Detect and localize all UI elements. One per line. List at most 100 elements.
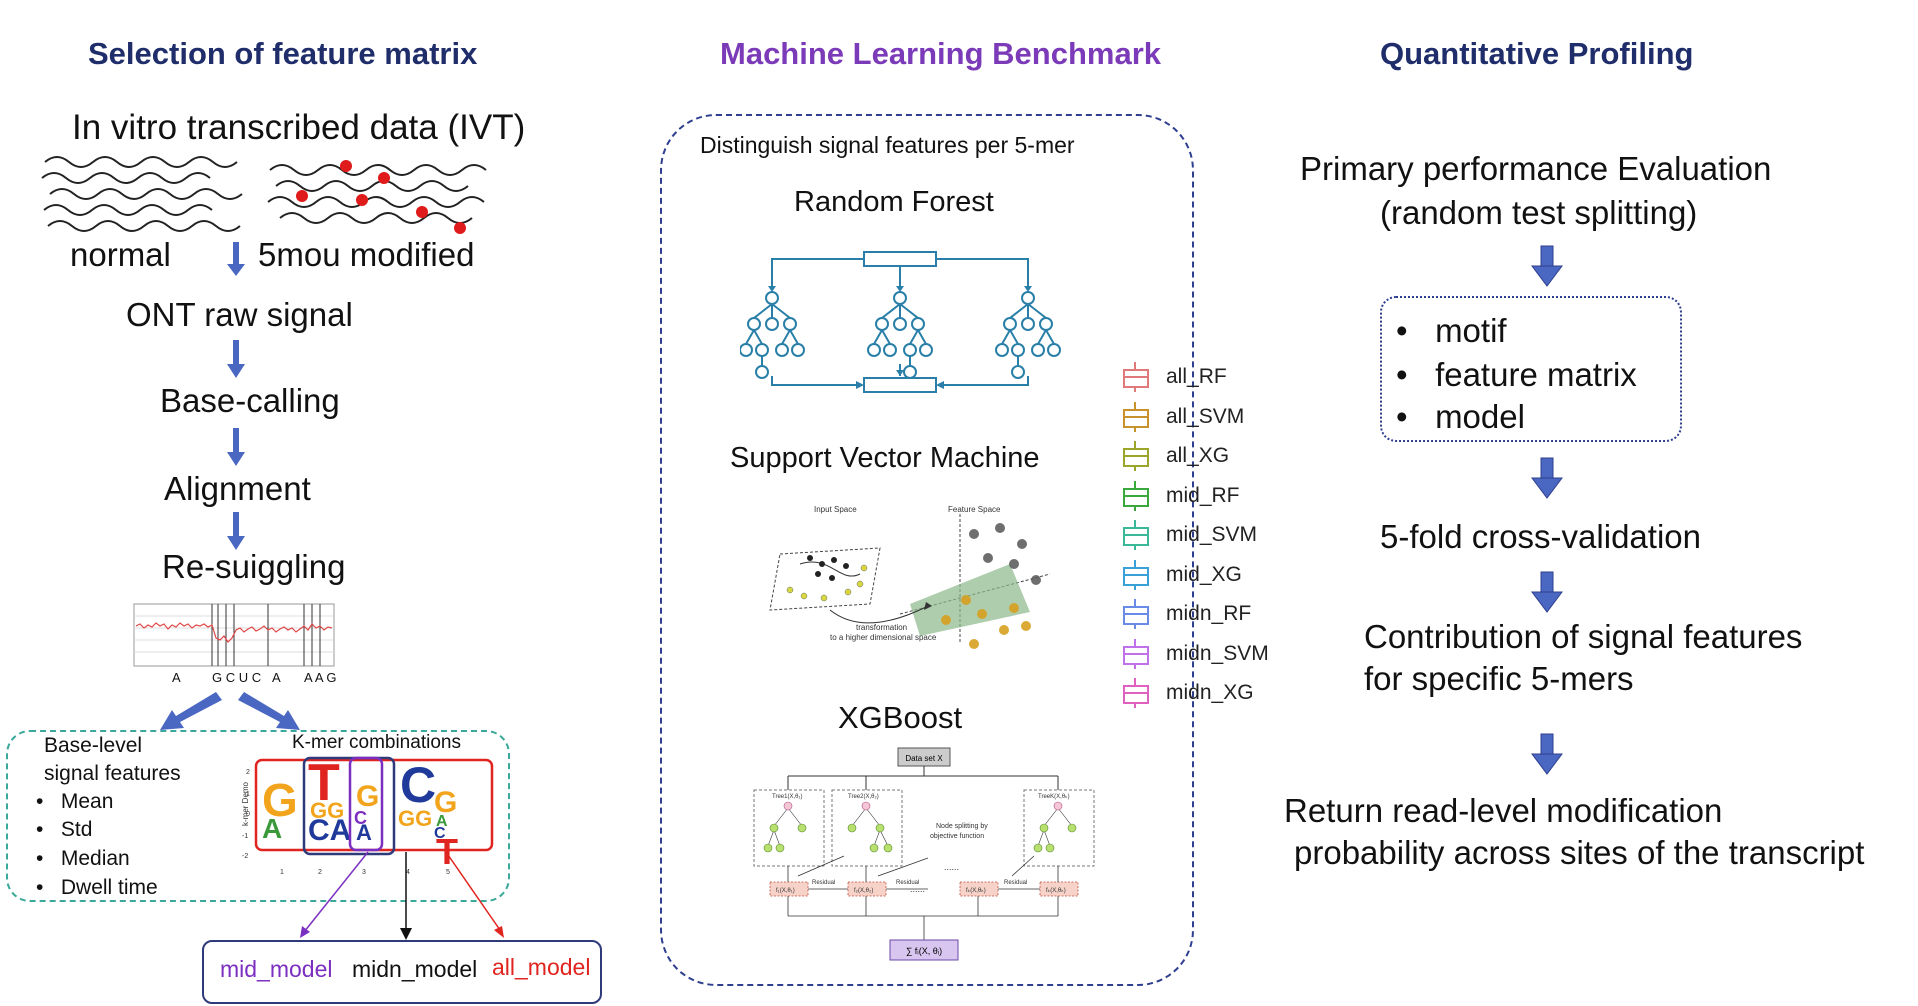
svg-text:C: C bbox=[354, 808, 367, 828]
svg-text:GG: GG bbox=[398, 806, 432, 831]
header-quantitative-profiling: Quantitative Profiling bbox=[1380, 36, 1694, 71]
svg-text:f₂(X,θ₂): f₂(X,θ₂) bbox=[854, 888, 873, 894]
contribution-line1: Contribution of signal features bbox=[1364, 618, 1803, 655]
legend-label: midn_RF bbox=[1166, 602, 1252, 625]
feature-dwell-label: Dwell time bbox=[60, 876, 158, 899]
xgboost-title: XGBoost bbox=[838, 700, 963, 735]
xgb-node-split-2: objective function bbox=[930, 833, 984, 840]
svm-title: Support Vector Machine bbox=[730, 442, 1040, 474]
feature-dwell-time: • Dwell time bbox=[36, 876, 158, 899]
base-level-title-1: Base-level bbox=[44, 734, 143, 757]
feature-std-label: Std bbox=[60, 818, 93, 841]
kmer-tick-5: 5 bbox=[446, 869, 450, 876]
step-base-calling: Base-calling bbox=[160, 382, 340, 419]
contribution-line2: for specific 5-mers bbox=[1364, 660, 1634, 697]
legend-swatch-icon bbox=[1120, 480, 1150, 511]
svg-text:0: 0 bbox=[246, 811, 250, 818]
left-flow-arrows bbox=[227, 242, 245, 550]
legend-swatch-icon bbox=[1120, 599, 1150, 629]
legend-swatch-icon bbox=[1120, 638, 1150, 669]
svg-text:Tree2(X,θ₂): Tree2(X,θ₂) bbox=[848, 794, 879, 800]
random-forest-title: Random Forest bbox=[794, 186, 994, 218]
header-selection-feature-matrix: Selection of feature matrix bbox=[88, 36, 478, 71]
feature-mean: • Mean bbox=[36, 790, 114, 813]
svg-text:A: A bbox=[356, 820, 372, 845]
criteria-model: • model bbox=[1396, 398, 1525, 435]
svg-text:CA: CA bbox=[308, 814, 351, 847]
signal-base-a1: A bbox=[172, 670, 181, 685]
feature-std: • Std bbox=[36, 818, 93, 841]
svg-text:A: A bbox=[262, 813, 282, 844]
legend-label: mid_XG bbox=[1166, 562, 1242, 586]
legend-swatch-icon bbox=[1120, 559, 1150, 590]
legend-swatch-icon bbox=[1120, 401, 1150, 432]
feature-mean-label: Mean bbox=[60, 790, 114, 813]
svg-text:G: G bbox=[262, 774, 298, 826]
modified-label: 5mou modified bbox=[258, 236, 475, 273]
legend-label: all_SVM bbox=[1166, 404, 1245, 428]
svg-text:A: A bbox=[436, 813, 448, 830]
kmer-title: K-mer combinations bbox=[292, 732, 461, 753]
legend-item: all_SVM bbox=[1120, 400, 1244, 434]
return-line1: Return read-level modification bbox=[1284, 792, 1723, 829]
model-box bbox=[202, 940, 602, 1004]
legend-label: mid_RF bbox=[1166, 483, 1240, 507]
legend-item: all_RF bbox=[1120, 360, 1227, 394]
svg-text:GG: GG bbox=[310, 798, 344, 823]
legend-swatch-icon bbox=[1120, 441, 1150, 471]
svg-text:f₁(X,θ₁): f₁(X,θ₁) bbox=[776, 888, 795, 894]
step-alignment: Alignment bbox=[164, 470, 311, 507]
legend-label: midn_XG bbox=[1166, 681, 1254, 704]
feature-matrix-box bbox=[6, 730, 510, 902]
midn-model-label: midn_model bbox=[352, 956, 478, 982]
five-fold-cv: 5-fold cross-validation bbox=[1380, 518, 1701, 555]
normal-label: normal bbox=[70, 236, 171, 273]
svg-text:fₖ(X,θₖ): fₖ(X,θₖ) bbox=[1046, 888, 1066, 894]
rna-strands-illustration bbox=[41, 156, 487, 234]
svg-text:Tree1(X,θ₁): Tree1(X,θ₁) bbox=[772, 794, 802, 800]
legend-label: midn_SVM bbox=[1166, 641, 1269, 665]
right-flow-arrows bbox=[1531, 245, 1563, 775]
ivt-title: In vitro transcribed data (IVT) bbox=[72, 108, 526, 147]
kmer-tick-2: 2 bbox=[318, 869, 322, 876]
svg-text:C: C bbox=[434, 825, 446, 842]
xgb-residual-3: Residual bbox=[1004, 880, 1027, 886]
mid-model-label: mid_model bbox=[220, 956, 333, 982]
feature-median: • Median bbox=[36, 847, 130, 870]
split-arrows bbox=[160, 692, 300, 730]
legend-label: all_RF bbox=[1166, 365, 1227, 388]
svm-input-space-label: Input Space bbox=[814, 505, 857, 514]
kmer-tick-1: 1 bbox=[280, 869, 284, 876]
feature-median-label: Median bbox=[60, 847, 130, 870]
legend-swatch-icon bbox=[1120, 520, 1150, 550]
signal-base-aag: A A G bbox=[304, 670, 337, 685]
legend-item: mid_SVM bbox=[1120, 518, 1257, 552]
svg-text:1: 1 bbox=[246, 791, 250, 798]
svm-diagram: Input Space Feature Space transformation… bbox=[769, 505, 1051, 649]
legend-item: midn_RF bbox=[1120, 597, 1251, 631]
signal-trace-plot bbox=[133, 603, 335, 667]
primary-eval-line1: Primary performance Evaluation bbox=[1300, 150, 1772, 187]
xgb-dataset-label: Data set X bbox=[905, 754, 943, 763]
svm-feature-space-label: Feature Space bbox=[948, 505, 1001, 514]
signal-base-a2: A bbox=[272, 670, 281, 685]
svg-text:......: ...... bbox=[910, 884, 925, 894]
svg-text:C: C bbox=[400, 757, 436, 813]
criteria-motif: • motif bbox=[1396, 312, 1507, 349]
svg-text:2: 2 bbox=[246, 769, 250, 776]
signal-base-gcuc: G C U C bbox=[212, 670, 262, 685]
kmer-axis-label: k-mer Demo bbox=[241, 781, 250, 826]
svg-text:-2: -2 bbox=[242, 853, 248, 860]
legend-item: mid_RF bbox=[1120, 479, 1240, 513]
step-resquiggling: Re-suiggling bbox=[162, 548, 346, 585]
kmer-sequence-logo: k-mer Demo 210 -1-2 G A T GG CA G C A C … bbox=[241, 754, 494, 876]
svg-text:TreeK(X,θₖ): TreeK(X,θₖ) bbox=[1038, 794, 1070, 800]
random-forest-diagram bbox=[740, 251, 1061, 393]
svg-text:G: G bbox=[434, 786, 457, 819]
header-machine-learning-benchmark: Machine Learning Benchmark bbox=[720, 36, 1162, 71]
legend-item: midn_SVM bbox=[1120, 637, 1269, 671]
xgb-residual-1: Residual bbox=[812, 880, 835, 886]
all-model-label: all_model bbox=[492, 954, 591, 980]
ml-benchmark-box bbox=[660, 114, 1194, 986]
criteria-model-label: model bbox=[1435, 398, 1525, 435]
